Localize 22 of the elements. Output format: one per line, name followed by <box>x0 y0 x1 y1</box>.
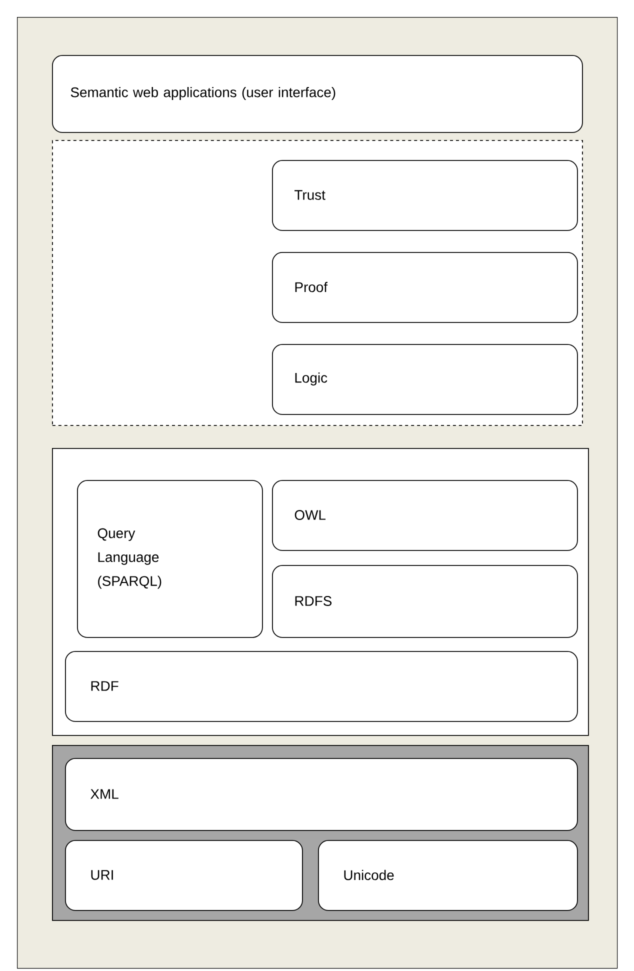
layer-box <box>65 758 578 831</box>
layer-box <box>272 252 578 323</box>
node-label: URI <box>91 870 113 880</box>
node-label: OWL <box>294 510 326 520</box>
node-label: XML <box>90 789 118 799</box>
layer-box <box>272 160 578 231</box>
layer-box <box>272 344 578 415</box>
node-label: Trust <box>294 190 326 200</box>
layer-box <box>318 840 578 911</box>
node-label: RDFS <box>295 596 332 606</box>
node-label: Unicode <box>344 870 394 880</box>
node-label: Query Language (SPARQL) <box>98 528 162 589</box>
layer-box <box>272 565 578 638</box>
layer-box <box>65 840 303 911</box>
layer-box <box>272 480 578 551</box>
layer-box <box>77 480 263 638</box>
layer-box <box>52 55 583 133</box>
node-label: Logic <box>295 372 328 386</box>
layer-box <box>65 651 578 722</box>
node-label: RDF <box>91 681 118 691</box>
node-label: Proof <box>295 282 328 292</box>
node-label: Semantic web applications (user interface) <box>70 87 336 100</box>
